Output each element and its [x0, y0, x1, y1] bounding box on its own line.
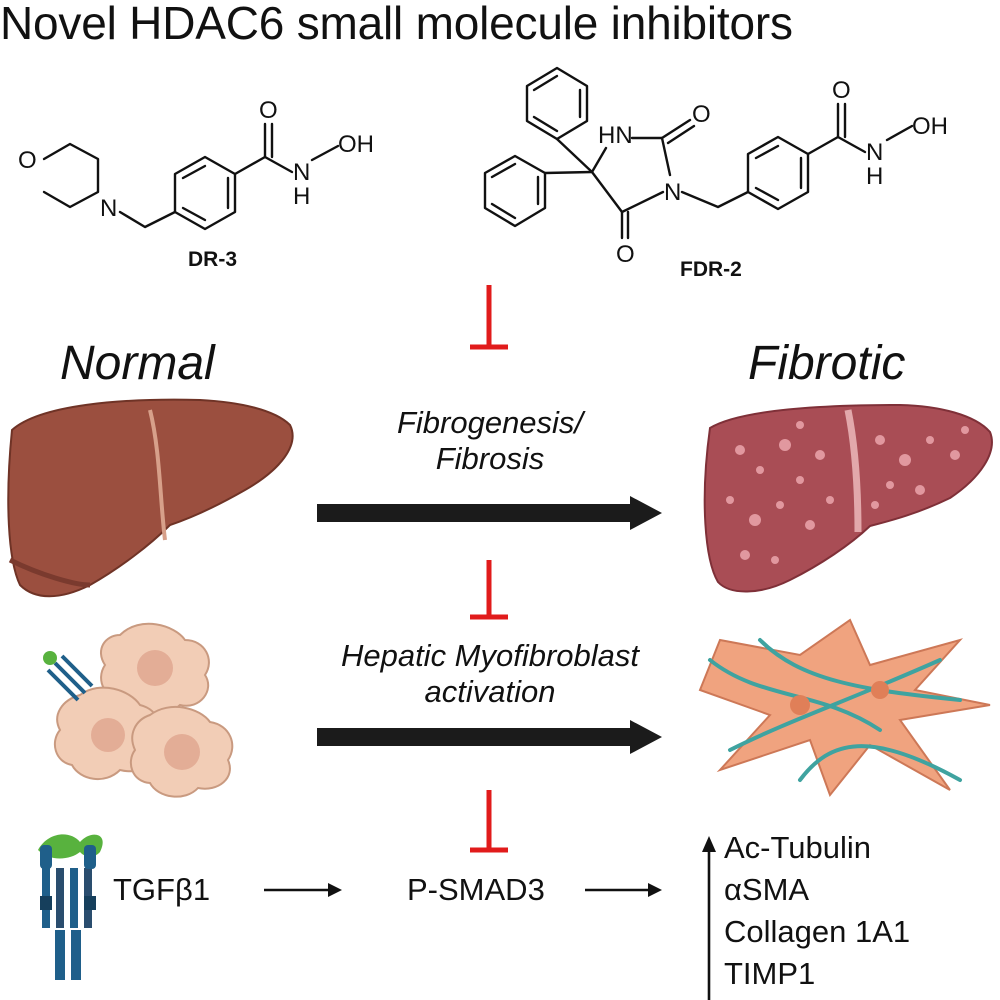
pathway-tgfb1: TGFβ1 [113, 872, 211, 907]
fdr2-atom-nh-n: N [866, 139, 883, 166]
normal-liver-illustration [7, 398, 294, 598]
process-fibrogenesis: Fibrogenesis/ Fibrosis [330, 405, 650, 477]
dr3-morpholine-ring [42, 142, 100, 209]
dr3-atom-n: N [100, 195, 117, 222]
fdr2-linker [680, 190, 750, 209]
fdr2-atom-nh-h: H [866, 163, 883, 190]
arrow-myofibroblast [317, 720, 662, 754]
process-myofibroblast-line1: Hepatic Myofibroblast [340, 638, 640, 673]
process-fibrogenesis-line2: Fibrosis [435, 441, 545, 476]
tgfb-receptor-icon [38, 834, 103, 980]
marker-ac-tubulin: Ac-Tubulin [724, 830, 872, 865]
fibrotic-liver-illustration [703, 403, 993, 593]
dr3-atom-nh-h: H [293, 183, 310, 210]
compound-label-dr3: DR-3 [188, 248, 238, 271]
fdr2-atom-n: N [664, 179, 681, 206]
process-myofibroblast: Hepatic Myofibroblast activation [280, 638, 700, 710]
inhibition-symbol-top [470, 285, 508, 350]
inhibition-symbol-middle [470, 560, 508, 620]
dr3-atom-oh: OH [338, 131, 374, 158]
compound-label-fdr2: FDR-2 [680, 258, 742, 281]
heading-fibrotic: Fibrotic [748, 337, 906, 390]
heading-normal: Normal [60, 337, 215, 390]
dr3-atom-oxo: O [259, 97, 278, 124]
marker-collagen-1a1: Collagen 1A1 [724, 914, 911, 949]
page-title: Novel HDAC6 small molecule inhibitors [0, 0, 793, 49]
fdr2-atom-o1: O [692, 101, 711, 128]
marker-timp1: TIMP1 [724, 956, 816, 991]
dr3-linker [118, 210, 177, 229]
pathway-psmad3: P-SMAD3 [407, 872, 545, 907]
process-myofibroblast-line2: activation [424, 674, 556, 709]
marker-asma: αSMA [724, 872, 810, 907]
fdr2-atom-o2: O [616, 241, 635, 268]
inhibition-symbol-bottom [470, 790, 508, 853]
fdr2-atom-hn: HN [598, 122, 633, 149]
arrow-fibrogenesis [317, 496, 662, 530]
activated-myofibroblasts [698, 618, 991, 798]
fdr2-atom-oh: OH [912, 113, 948, 140]
dr3-atom-nh-n: N [293, 159, 310, 186]
process-fibrogenesis-line1: Fibrogenesis/ [396, 405, 584, 440]
quiescent-stellate-cells [43, 622, 234, 798]
cell-surface-receptor-icon [43, 651, 94, 702]
fdr2-hydantoin-ring [590, 146, 665, 214]
fdr2-atom-oxo: O [832, 77, 851, 104]
dr3-atom-o: O [18, 147, 37, 174]
